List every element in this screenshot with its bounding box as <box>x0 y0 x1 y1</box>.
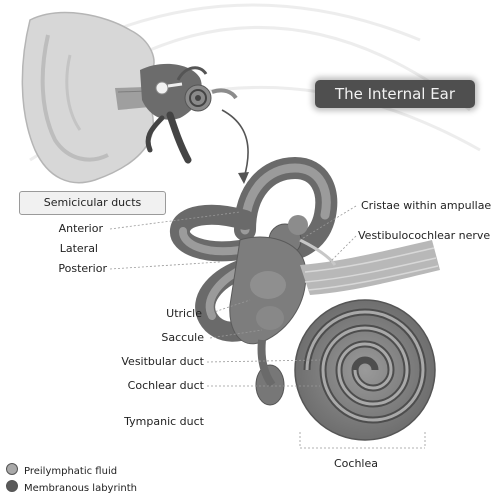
label-vestibulocochlear-nerve: Vestibulocochlear nerve <box>358 229 490 242</box>
label-posterior: Posterior <box>40 262 107 275</box>
label-cochlear-duct: Cochlear duct <box>100 379 204 392</box>
perilymph-swatch-icon <box>6 463 18 475</box>
semicircular-ducts-label: Semicicular ducts <box>19 191 166 215</box>
label-cochlea: Cochlea <box>334 457 378 470</box>
membranous-swatch-icon <box>6 480 18 492</box>
label-vestibular-duct: Vesitbular duct <box>100 355 204 368</box>
vestibule <box>230 237 306 344</box>
legend-item-perilymph: Preilymphatic fluid <box>6 463 117 479</box>
label-tympanic-duct: Tympanic duct <box>100 415 204 428</box>
label-anterior: Anterior <box>40 222 103 235</box>
label-utricle: Utricle <box>120 307 202 320</box>
legend-item-membranous: Membranous labyrinth <box>6 480 137 496</box>
legend-label: Membranous labyrinth <box>24 483 137 494</box>
label-lateral: Lateral <box>40 242 98 255</box>
diagram-title-badge: The Internal Ear <box>315 80 475 108</box>
vestibulocochlear-nerve <box>300 240 440 295</box>
outer-ear <box>22 13 249 184</box>
label-cristae: Cristae within ampullae <box>361 199 491 212</box>
legend-label: Preilymphatic fluid <box>24 466 117 477</box>
label-saccule: Saccule <box>120 331 204 344</box>
